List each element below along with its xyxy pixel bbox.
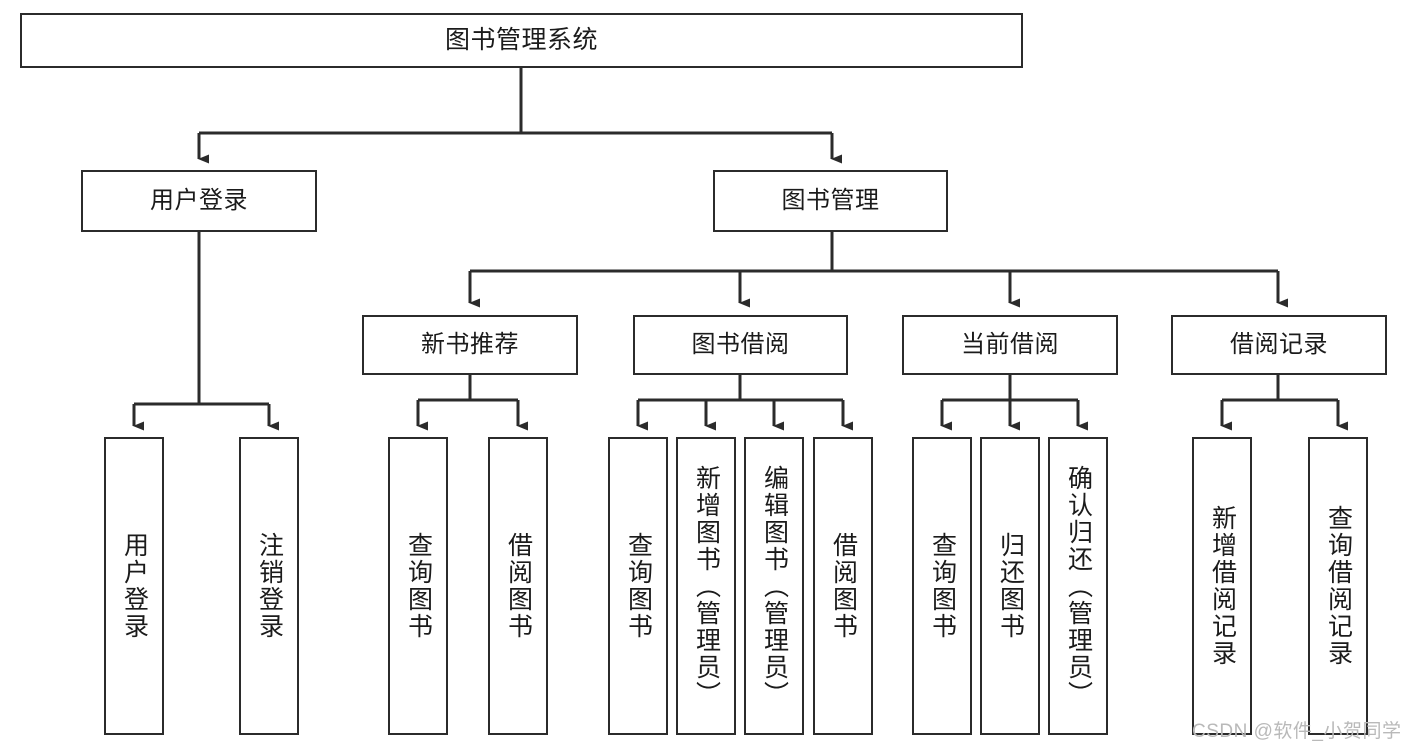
node-label: 确认归还（管理员） [1064, 464, 1093, 708]
node-book-management[interactable]: 图书管理 [713, 170, 948, 232]
node-label: 新增借阅记录 [1208, 505, 1237, 667]
leaf-user-login-login[interactable]: 用户登录 [104, 437, 164, 735]
node-label: 查询图书 [928, 532, 957, 640]
node-label: 图书管理系统 [444, 25, 598, 54]
node-label: 编辑图书（管理员） [760, 464, 789, 708]
node-label: 借阅图书 [504, 532, 533, 640]
node-label: 借阅记录 [1230, 330, 1328, 358]
node-user-login[interactable]: 用户登录 [81, 170, 317, 232]
node-label: 新增图书（管理员） [692, 464, 721, 708]
node-label: 图书借阅 [691, 330, 790, 358]
node-book-borrow[interactable]: 图书借阅 [633, 315, 848, 375]
node-label: 查询借阅记录 [1324, 505, 1353, 667]
node-borrow-record[interactable]: 借阅记录 [1171, 315, 1387, 375]
node-label: 注销登录 [255, 532, 284, 640]
leaf-new-book-query[interactable]: 查询图书 [388, 437, 448, 735]
leaf-book-borrow-borrow[interactable]: 借阅图书 [813, 437, 873, 735]
leaf-book-borrow-query[interactable]: 查询图书 [608, 437, 668, 735]
leaf-borrow-record-query[interactable]: 查询借阅记录 [1308, 437, 1368, 735]
node-label: 用户登录 [120, 532, 149, 640]
node-label: 当前借阅 [961, 330, 1059, 358]
node-label: 用户登录 [150, 186, 248, 214]
csdn-watermark: CSDN @软件_小贺同学 [1192, 721, 1402, 742]
leaf-book-borrow-edit[interactable]: 编辑图书（管理员） [744, 437, 804, 735]
leaf-user-login-logout[interactable]: 注销登录 [239, 437, 299, 735]
node-label: 查询图书 [624, 532, 653, 640]
leaf-new-book-borrow[interactable]: 借阅图书 [488, 437, 548, 735]
leaf-current-borrow-confirm-return[interactable]: 确认归还（管理员） [1048, 437, 1108, 735]
node-label: 新书推荐 [421, 330, 519, 358]
node-label: 查询图书 [404, 532, 433, 640]
leaf-current-borrow-return[interactable]: 归还图书 [980, 437, 1040, 735]
leaf-borrow-record-add[interactable]: 新增借阅记录 [1192, 437, 1252, 735]
node-label: 归还图书 [996, 532, 1025, 640]
node-current-borrow[interactable]: 当前借阅 [902, 315, 1118, 375]
leaf-book-borrow-add[interactable]: 新增图书（管理员） [676, 437, 736, 735]
node-label: 借阅图书 [829, 532, 858, 640]
node-new-book-recommend[interactable]: 新书推荐 [362, 315, 578, 375]
node-book-management-system[interactable]: 图书管理系统 [20, 13, 1023, 68]
leaf-current-borrow-query[interactable]: 查询图书 [912, 437, 972, 735]
node-label: 图书管理 [781, 186, 880, 214]
